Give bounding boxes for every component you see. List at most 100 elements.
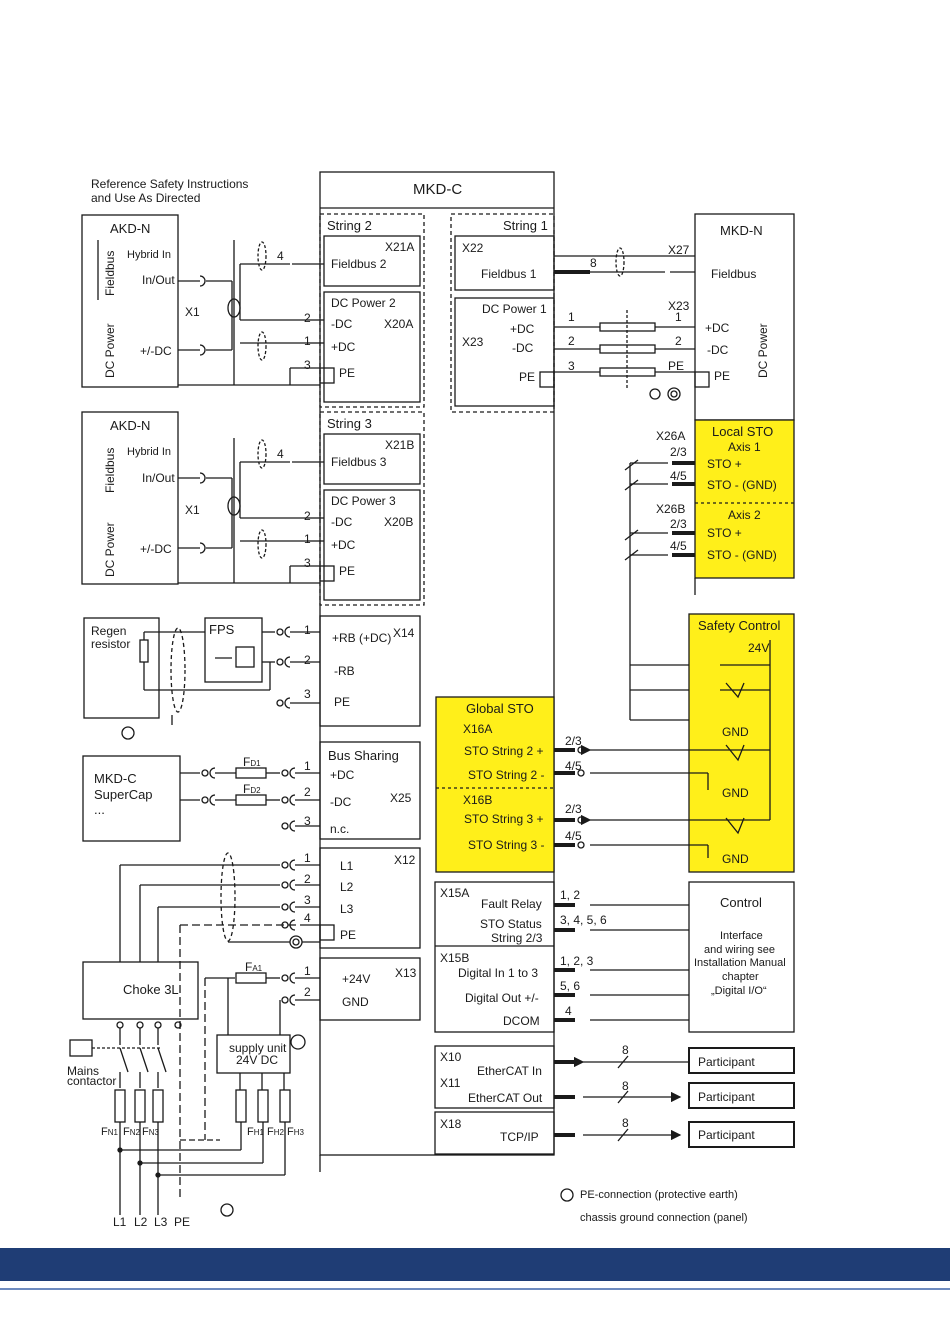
- mkdn-x26b: X26B: [656, 502, 686, 516]
- safety-gnd2: GND: [722, 786, 749, 800]
- x12-l1: L1: [340, 859, 354, 873]
- x15-p12: 1, 2: [560, 888, 581, 902]
- mains-line2: contactor: [67, 1074, 117, 1088]
- fn3-f: F: [142, 1126, 149, 1138]
- choke-l2: L2: [134, 1215, 148, 1229]
- fd2: FD2: [243, 783, 261, 795]
- local-sto-box: [694, 419, 795, 579]
- globalsto-s2m: STO String 2 -: [468, 768, 545, 782]
- mkdn-p23a: 2/3: [670, 445, 687, 459]
- pin-3-x12: 3: [304, 893, 311, 907]
- pin-1-akd2: 1: [304, 532, 311, 546]
- string3-mdc: -DC: [331, 515, 353, 529]
- x15-status2: String 2/3: [491, 931, 543, 945]
- string2-fieldbus: Fieldbus 2: [331, 257, 387, 271]
- globalsto-title: Global STO: [466, 701, 534, 716]
- string3-x20b: X20B: [384, 515, 414, 529]
- fa1: FA1: [245, 961, 262, 973]
- globalsto-s3m: STO String 3 -: [468, 838, 545, 852]
- fa1-sub: A1: [252, 964, 263, 973]
- fh3: FH3: [287, 1127, 304, 1138]
- mkdn-stog1: STO - (GND): [707, 478, 777, 492]
- mains-line1: Mains: [67, 1064, 100, 1078]
- x15-din: Digital In 1 to 3: [458, 966, 539, 980]
- globalsto-p3: 2/3: [565, 802, 582, 816]
- pin-2-s1: 2: [568, 334, 575, 348]
- pin-4-akd2: 4: [277, 447, 284, 461]
- string2-box: [319, 213, 425, 408]
- mkdn-stop2: STO +: [707, 526, 742, 540]
- participant-1: Participant: [698, 1055, 755, 1069]
- akd1-dcpower: DC Power: [103, 323, 117, 378]
- akd1-inout: In/Out: [142, 273, 175, 287]
- x15-p3456: 3, 4, 5, 6: [560, 913, 607, 927]
- footer-band: [0, 1248, 950, 1281]
- string3-pe: PE: [339, 564, 356, 578]
- string2-mdc: -DC: [331, 317, 353, 331]
- akd1-pmdc: +/-DC: [140, 344, 172, 358]
- mkdc-title: MKD-C: [413, 181, 463, 198]
- pin-2-x25: 2: [304, 785, 311, 799]
- supply-line1: supply unit: [229, 1041, 287, 1055]
- mkdn-stog2: STO - (GND): [707, 548, 777, 562]
- string1-pe: PE: [519, 370, 536, 384]
- akd2-title: AKD-N: [110, 418, 151, 433]
- control-text2: and wiring see: [704, 944, 775, 956]
- string1-pdc: +DC: [510, 322, 535, 336]
- pin-2-mkdn: 2: [675, 334, 682, 348]
- akd1-title: AKD-N: [110, 221, 151, 236]
- mkdn-x23: X23: [668, 299, 690, 313]
- safety-control-box: [688, 613, 795, 873]
- pin-1-x13: 1: [304, 964, 311, 978]
- participant-2: Participant: [698, 1090, 755, 1104]
- globalsto-x16b: X16B: [463, 793, 493, 807]
- mkdn-box: [694, 213, 795, 421]
- mkdn-p45b: 4/5: [670, 539, 687, 553]
- legend-pe: PE-connection (protective earth): [580, 1189, 738, 1201]
- control-text4: chapter: [722, 971, 759, 983]
- pin-1-x25: 1: [304, 759, 311, 773]
- pin-3-x25: 3: [304, 814, 311, 828]
- supercap-line2: SuperCap: [94, 787, 153, 802]
- string1-title: String 1: [503, 218, 548, 233]
- mkdn-mdc: -DC: [707, 343, 729, 357]
- string3-box: [319, 411, 425, 606]
- supercap-line1: MKD-C: [94, 771, 137, 786]
- intro-line1: Reference Safety Instructions: [91, 177, 249, 191]
- globalsto-s3p: STO String 3 +: [464, 812, 544, 826]
- x25-pdc: +DC: [330, 768, 355, 782]
- fh3-sub: H3: [293, 1128, 304, 1137]
- choke-l3: L3: [154, 1215, 168, 1229]
- ethercat-x11: X11: [440, 1076, 461, 1090]
- string3-fieldbus: Fieldbus 3: [331, 455, 387, 469]
- pin-4-x12: 4: [304, 911, 311, 925]
- x15-x15a: X15A: [440, 886, 470, 900]
- string1-box: [450, 213, 555, 413]
- safety-24v: 24V: [748, 641, 770, 655]
- pin-1-s1: 1: [568, 310, 575, 324]
- string1-x22: X22: [462, 241, 484, 255]
- fh2-sub: H2: [273, 1128, 284, 1137]
- akd2-box: [81, 411, 179, 585]
- akd2-inout: In/Out: [142, 471, 175, 485]
- string3-x21b: X21B: [385, 438, 415, 452]
- x15-p56: 5, 6: [560, 979, 581, 993]
- pin-3-x14: 3: [304, 687, 311, 701]
- ethercat-n8-2: 8: [622, 1079, 629, 1093]
- fa1-f: F: [245, 960, 253, 974]
- ethercat-n8-1: 8: [622, 1043, 629, 1057]
- pin-1-akd1: 1: [304, 334, 311, 348]
- string1-mdc: -DC: [512, 341, 534, 355]
- pin-4-akd1: 4: [277, 249, 284, 263]
- akd1-x1: X1: [185, 305, 200, 319]
- string2-x21a: X21A: [385, 240, 415, 254]
- fn2: FN2: [123, 1127, 140, 1138]
- akd1-fieldbus: Fieldbus: [103, 250, 117, 296]
- pin-2-akd2: 2: [304, 509, 311, 523]
- pin-2-x12: 2: [304, 872, 311, 886]
- fd2-f: F: [243, 782, 251, 796]
- control-box: [688, 881, 795, 1033]
- string1-dcpower: DC Power 1: [482, 302, 547, 316]
- supercap-box: [82, 755, 181, 842]
- mkdn-x26a: X26A: [656, 429, 686, 443]
